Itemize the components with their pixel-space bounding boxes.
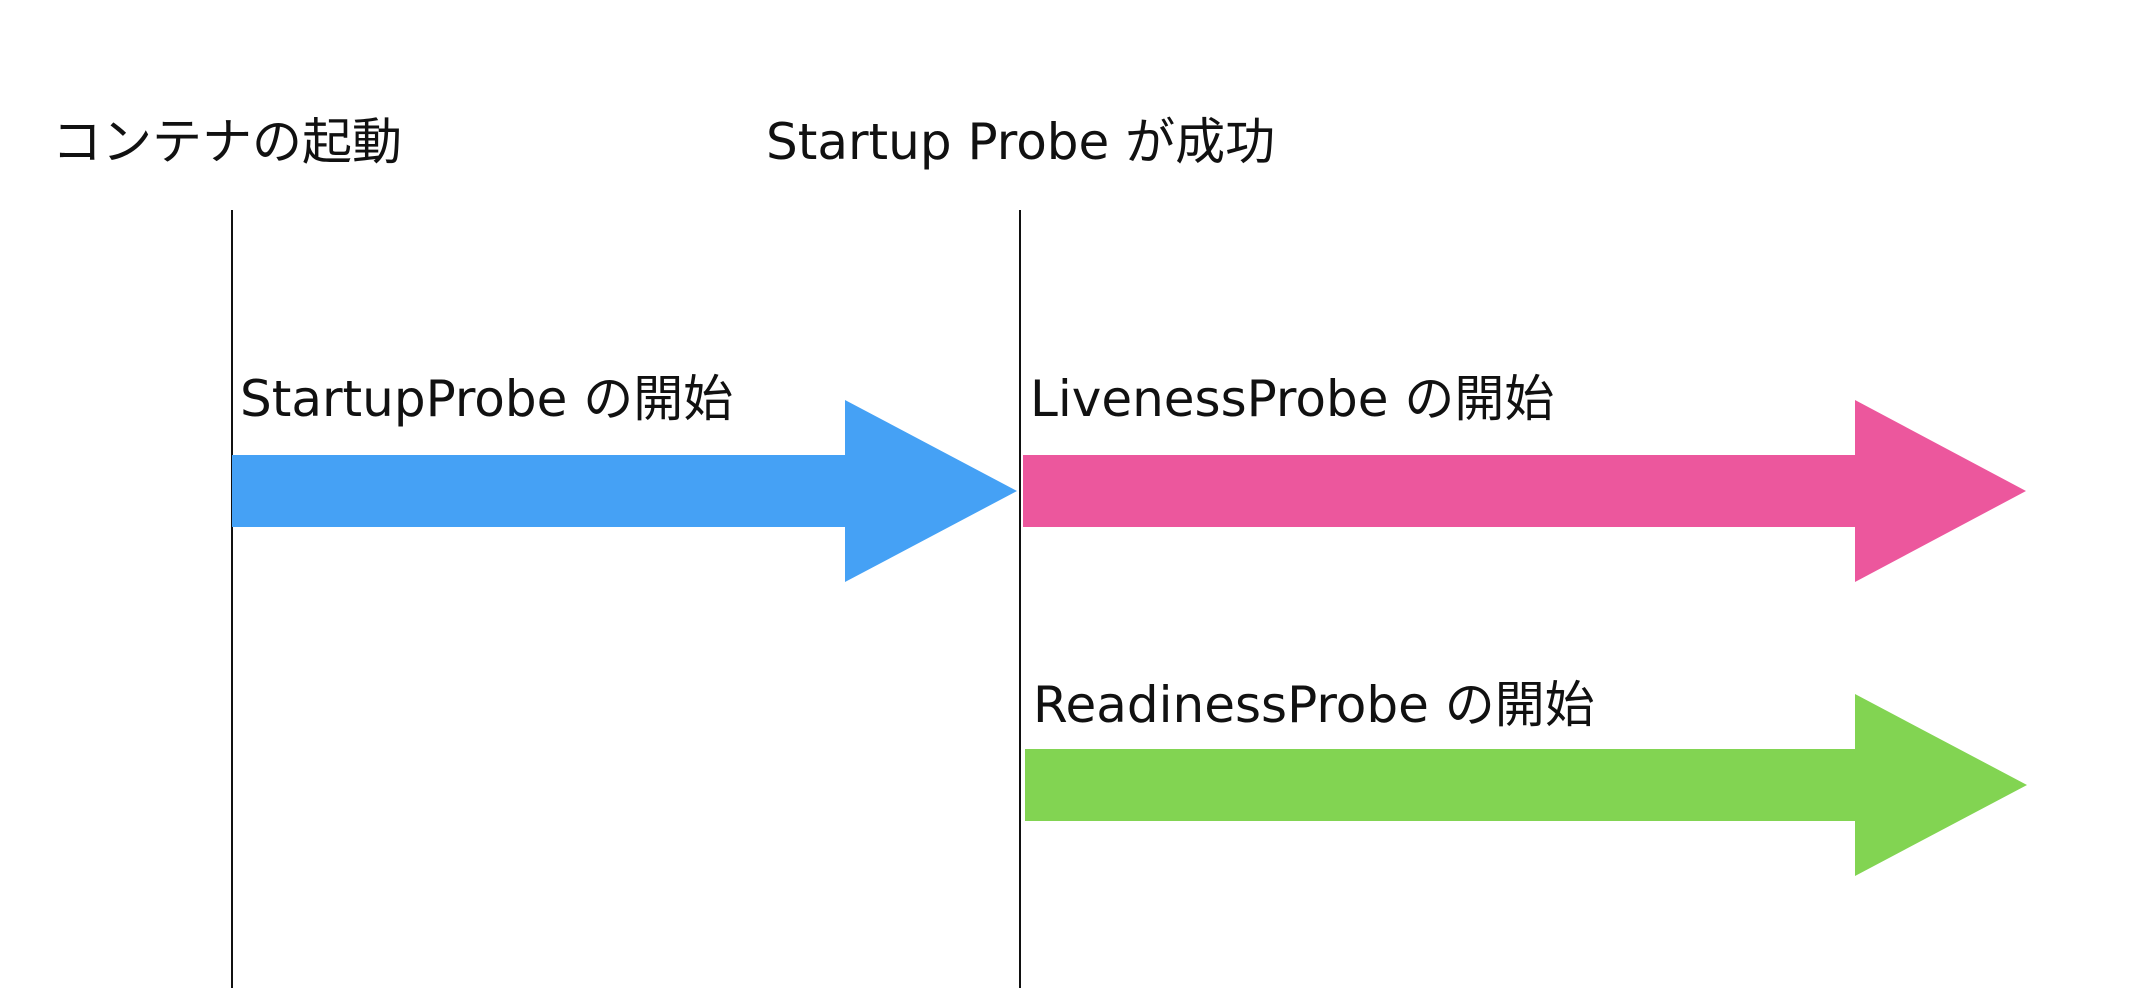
liveness-probe-label: LivenessProbe の開始: [1030, 370, 1555, 428]
startup-probe-label: StartupProbe の開始: [240, 370, 734, 428]
readiness-probe-arrow: [1025, 694, 2027, 876]
readiness-probe-label: ReadinessProbe の開始: [1033, 676, 1595, 734]
startup-probe-arrow: [232, 400, 1017, 582]
container-start-label: コンテナの起動: [52, 113, 402, 171]
liveness-probe-arrow: [1023, 400, 2026, 582]
startup-success-label: Startup Probe が成功: [766, 113, 1276, 171]
